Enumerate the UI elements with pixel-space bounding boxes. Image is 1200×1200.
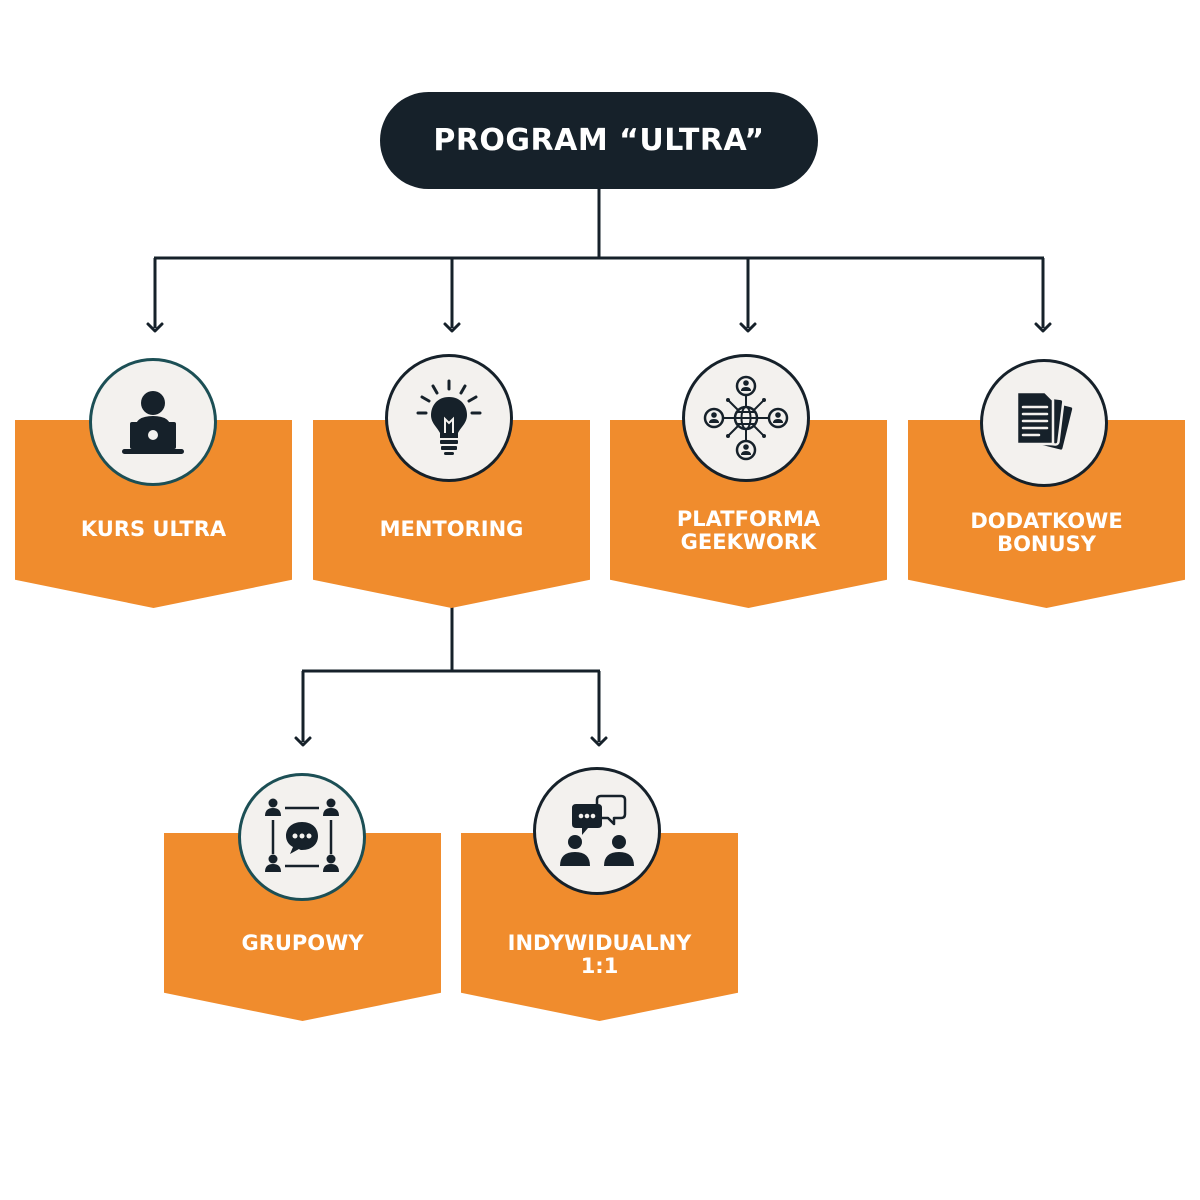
node-label: KURS ULTRA bbox=[15, 518, 292, 541]
node-label-line: BONUSY bbox=[997, 532, 1096, 556]
node-label: DODATKOWE BONUSY bbox=[908, 510, 1185, 556]
node-label-line: DODATKOWE bbox=[970, 509, 1123, 533]
node-kurs-ultra: KURS ULTRA bbox=[15, 420, 292, 608]
badge-dodatkowe-bonusy bbox=[980, 359, 1108, 487]
badge-platforma-geekwork bbox=[682, 354, 810, 482]
documents-icon bbox=[1015, 390, 1075, 453]
node-label-line: PLATFORMA bbox=[676, 507, 821, 531]
network-globe-icon bbox=[703, 375, 789, 461]
node-label: INDYWIDUALNY 1:1 bbox=[461, 932, 738, 978]
node-label-line: GRUPOWY bbox=[241, 931, 364, 955]
root-title: PROGRAM “ULTRA” bbox=[433, 123, 765, 158]
laptop-user-icon bbox=[122, 391, 184, 454]
group-chat-icon bbox=[265, 798, 339, 872]
node-label-line: MENTORING bbox=[379, 517, 524, 541]
lightbulb-icon bbox=[416, 379, 482, 455]
badge-indywidualny bbox=[533, 767, 661, 895]
badge-grupowy bbox=[238, 773, 366, 901]
two-people-chat-icon bbox=[560, 794, 634, 866]
node-label-line: INDYWIDUALNY bbox=[507, 931, 692, 955]
badge-mentoring bbox=[385, 354, 513, 482]
node-label-line: GEEKWORK bbox=[680, 530, 817, 554]
badge-kurs-ultra bbox=[89, 358, 217, 486]
node-label: MENTORING bbox=[313, 518, 590, 541]
root-node: PROGRAM “ULTRA” bbox=[380, 92, 818, 189]
node-label-line: 1:1 bbox=[580, 954, 619, 978]
node-label: GRUPOWY bbox=[164, 932, 441, 955]
node-label-line: KURS ULTRA bbox=[80, 517, 227, 541]
node-label: PLATFORMA GEEKWORK bbox=[610, 508, 887, 554]
